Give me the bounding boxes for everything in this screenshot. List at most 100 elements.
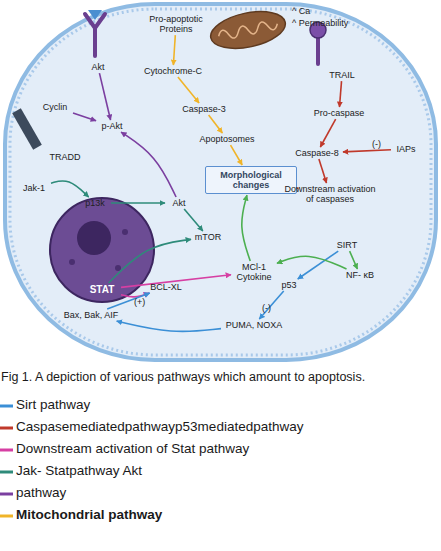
- node-text: Cytochrome-C: [140, 66, 206, 76]
- legend-text: pathway: [16, 485, 66, 500]
- legend-text: Mitochondrial pathway: [16, 507, 162, 522]
- legend-line: [0, 470, 13, 474]
- pathway-arrow: [277, 256, 347, 269]
- pathway-node: Bax, Bak, AIF: [56, 310, 126, 320]
- annotation-label: (-): [262, 304, 271, 314]
- legend-text: Caspasemediatedpathwayp53mediatedpathway: [16, 419, 303, 434]
- pathway-node: Cyclin: [38, 102, 72, 112]
- node-text: Downstream activation of caspases: [284, 184, 376, 204]
- node-text: p-Akt: [97, 121, 127, 131]
- node-text: TRAIL: [325, 70, 359, 80]
- pathway-arrow: [109, 239, 191, 283]
- pathway-arrow: [350, 251, 358, 269]
- pathway-node: Downstream activation of caspases: [284, 184, 376, 204]
- mitochondrion: [207, 5, 288, 54]
- pathway-arrow: [319, 159, 327, 183]
- legend-entry: Caspasemediatedpathwayp53mediatedpathway: [0, 417, 441, 439]
- pathway-arrow: [343, 150, 391, 152]
- legend-entry: pathway: [0, 483, 441, 505]
- node-text: NF- κB: [340, 270, 380, 280]
- pathway-node: Caspase-8: [292, 148, 342, 158]
- legend: Sirt pathwayCaspasemediatedpathwayp53med…: [0, 395, 441, 527]
- annotation-label: (+): [134, 298, 145, 308]
- pathway-node: TRAIL: [325, 70, 359, 80]
- nucleus-body: [50, 198, 154, 302]
- node-text: Apoptosomes: [198, 134, 256, 144]
- pathway-arrow: [107, 293, 150, 309]
- pathway-arrow: [73, 113, 96, 121]
- ligand-triangle: [88, 10, 102, 20]
- caption-slot: Fig 1. A depiction of various pathways w…: [1, 370, 441, 384]
- node-text: PUMA, NOXA: [222, 320, 286, 330]
- pathway-node: p53: [278, 280, 300, 290]
- pathway-arrow: [184, 209, 203, 231]
- legend-entry: Mitochondrial pathway: [0, 505, 441, 527]
- mitochondrion-outer: [207, 5, 288, 54]
- legend-line: [0, 426, 13, 430]
- chromatin-dot: [115, 265, 121, 271]
- node-text: Caspase-8: [292, 148, 342, 158]
- node-text: SIRT: [332, 240, 362, 250]
- membrane-inner: [10, 9, 431, 355]
- node-text: IAPs: [392, 144, 420, 154]
- pathway-arrow: [121, 132, 176, 197]
- legend-line-sample: [0, 471, 13, 474]
- pathway-arrow: [231, 145, 243, 165]
- pathway-node: SIRT: [332, 240, 362, 250]
- nucleolus: [77, 221, 111, 255]
- legend-line: [0, 514, 13, 518]
- pathway-arrow: [320, 119, 335, 147]
- legend-line-sample: [0, 405, 13, 408]
- pathway-node: mTOR: [192, 232, 224, 242]
- node-text: STAT: [84, 284, 120, 295]
- pathway-node: Caspase-3: [178, 104, 230, 114]
- receptor-stem: [85, 14, 105, 56]
- pathway-node: NF- κB: [340, 270, 380, 280]
- pathway-arrow: [209, 115, 223, 133]
- pathway-node: Apoptosomes: [198, 134, 256, 144]
- legend-line: [0, 448, 13, 452]
- pathway-arrow: [111, 202, 165, 204]
- pathway-node: p-Akt: [97, 121, 127, 131]
- receptor-left: [85, 10, 105, 56]
- nucleus: [50, 198, 154, 302]
- node-text: Morphological changes: [208, 170, 294, 190]
- pathway-arrow: [173, 35, 175, 65]
- legend-entry: Downstream activation of Stat pathway: [0, 439, 441, 461]
- tradd-receptor: [12, 108, 42, 149]
- mitochondrion-cristae: [218, 19, 279, 41]
- legend-line: [0, 404, 13, 408]
- pathway-arrow: [242, 195, 250, 261]
- pathway-arrow: [99, 73, 110, 120]
- chromatin-dot: [122, 229, 128, 235]
- node-text: p53: [278, 280, 300, 290]
- node-text: p13k: [80, 198, 110, 208]
- legend-entry: Jak- Statpathway Akt: [0, 461, 441, 483]
- annotation-label: ^ Ca: [292, 7, 310, 17]
- annotation-label: ^ Permeability: [292, 19, 348, 29]
- legend-line-sample: [0, 427, 13, 430]
- pathway-node: MCl-1 Cytokine: [232, 262, 276, 282]
- process-box: Morphological changes: [205, 166, 297, 194]
- receptor-right: [310, 22, 326, 64]
- node-text: BCL-XL: [146, 282, 186, 292]
- node-text: Akt: [86, 62, 110, 72]
- chromatin-dot: [69, 259, 75, 265]
- legend-text: Downstream activation of Stat pathway: [16, 441, 249, 456]
- pathway-arrow: [117, 321, 221, 331]
- pathway-arrow: [259, 291, 283, 319]
- pathway-node: Pro-apoptotic Proteins: [140, 14, 212, 34]
- pathway-arrow: [51, 181, 89, 197]
- pathway-node: PUMA, NOXA: [222, 320, 286, 330]
- annotation-label: (-): [372, 140, 381, 150]
- pathway-arrow: [178, 77, 199, 103]
- legend-text: Jak- Statpathway Akt: [16, 463, 142, 478]
- node-text: Cyclin: [38, 102, 72, 112]
- pathway-node: Jak-1: [18, 183, 50, 193]
- legend-entry: Sirt pathway: [0, 395, 441, 417]
- legend-line-sample: [0, 493, 13, 496]
- pathway-node: IAPs: [392, 144, 420, 154]
- node-text: Bax, Bak, AIF: [56, 310, 126, 320]
- node-text: mTOR: [192, 232, 224, 242]
- node-text: Jak-1: [18, 183, 50, 193]
